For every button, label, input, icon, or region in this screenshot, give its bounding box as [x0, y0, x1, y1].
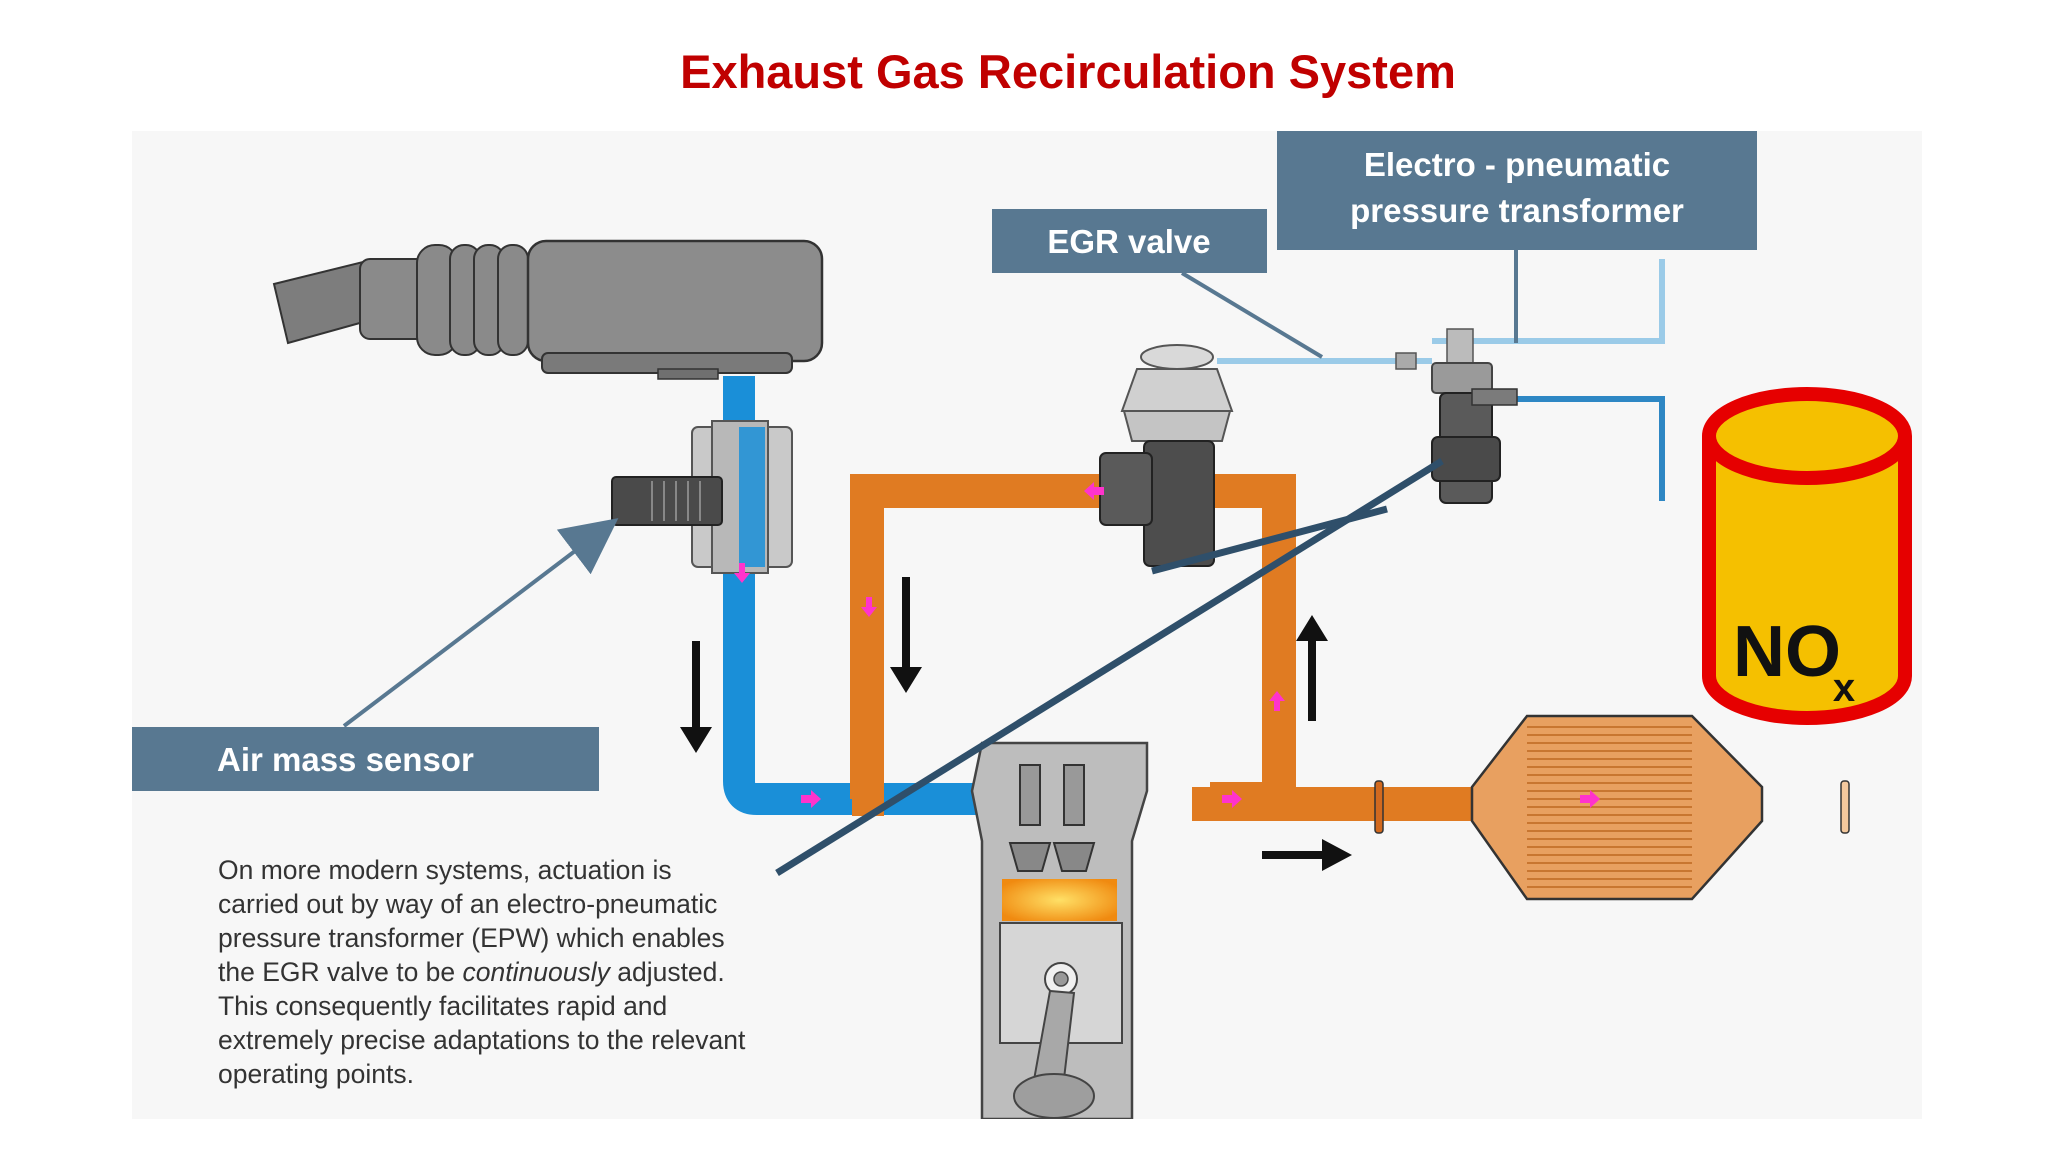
- description-fragment: adjusted.: [609, 957, 725, 987]
- nox-cylinder-icon: NO x: [1702, 387, 1912, 725]
- description-emphasis: continuously: [462, 957, 610, 987]
- description-fragment: the EGR valve to be: [218, 957, 463, 987]
- air-mass-sensor-icon: [611, 420, 793, 574]
- description-line: pressure transformer (EPW) which enables: [218, 923, 725, 953]
- egr-valve-label-box: EGR valve: [992, 209, 1324, 359]
- air-mass-sensor-pointer: [342, 518, 619, 728]
- description-line: operating points.: [218, 1059, 414, 1089]
- egr-valve-icon: [1099, 344, 1234, 567]
- engine-cylinder-icon: [970, 741, 1149, 1119]
- egr-valve-label: EGR valve: [1047, 223, 1210, 260]
- epw-label-line1: Electro - pneumatic: [1364, 146, 1670, 183]
- description-line: On more modern systems, actuation is: [218, 855, 672, 885]
- epw-label-line2: pressure transformer: [1350, 192, 1684, 229]
- diagram-title: Exhaust Gas Recirculation System: [680, 45, 1456, 98]
- flow-arrows: [680, 577, 1352, 871]
- flow-markers: [734, 482, 1600, 808]
- egr-diagram: EGR valve Electro - pneumatic pressure t…: [132, 131, 1922, 1119]
- vacuum-lines: [1217, 259, 1665, 501]
- pressure-transformer-icon: [1431, 328, 1518, 504]
- catalytic-converter-icon: [1470, 714, 1764, 901]
- description-line: carried out by way of an electro-pneumat…: [218, 889, 718, 919]
- description-line: the EGR valve to be continuously adjuste…: [218, 955, 878, 989]
- description-line: This consequently facilitates rapid and: [218, 991, 668, 1021]
- epw-label-box: Electro - pneumatic pressure transformer: [1277, 131, 1757, 343]
- air-filter-housing-icon: [272, 239, 824, 380]
- nox-label: NO: [1733, 612, 1841, 692]
- air-mass-sensor-label: Air mass sensor: [217, 741, 474, 778]
- nox-subscript: x: [1833, 666, 1855, 710]
- description-text: On more modern systems, actuation is car…: [218, 853, 878, 1091]
- diagram-panel: EGR valve Electro - pneumatic pressure t…: [132, 131, 1922, 1119]
- air-mass-sensor-label-box: Air mass sensor: [132, 727, 599, 791]
- description-line: extremely precise adaptations to the rel…: [218, 1025, 746, 1055]
- section-bars: [775, 458, 1444, 876]
